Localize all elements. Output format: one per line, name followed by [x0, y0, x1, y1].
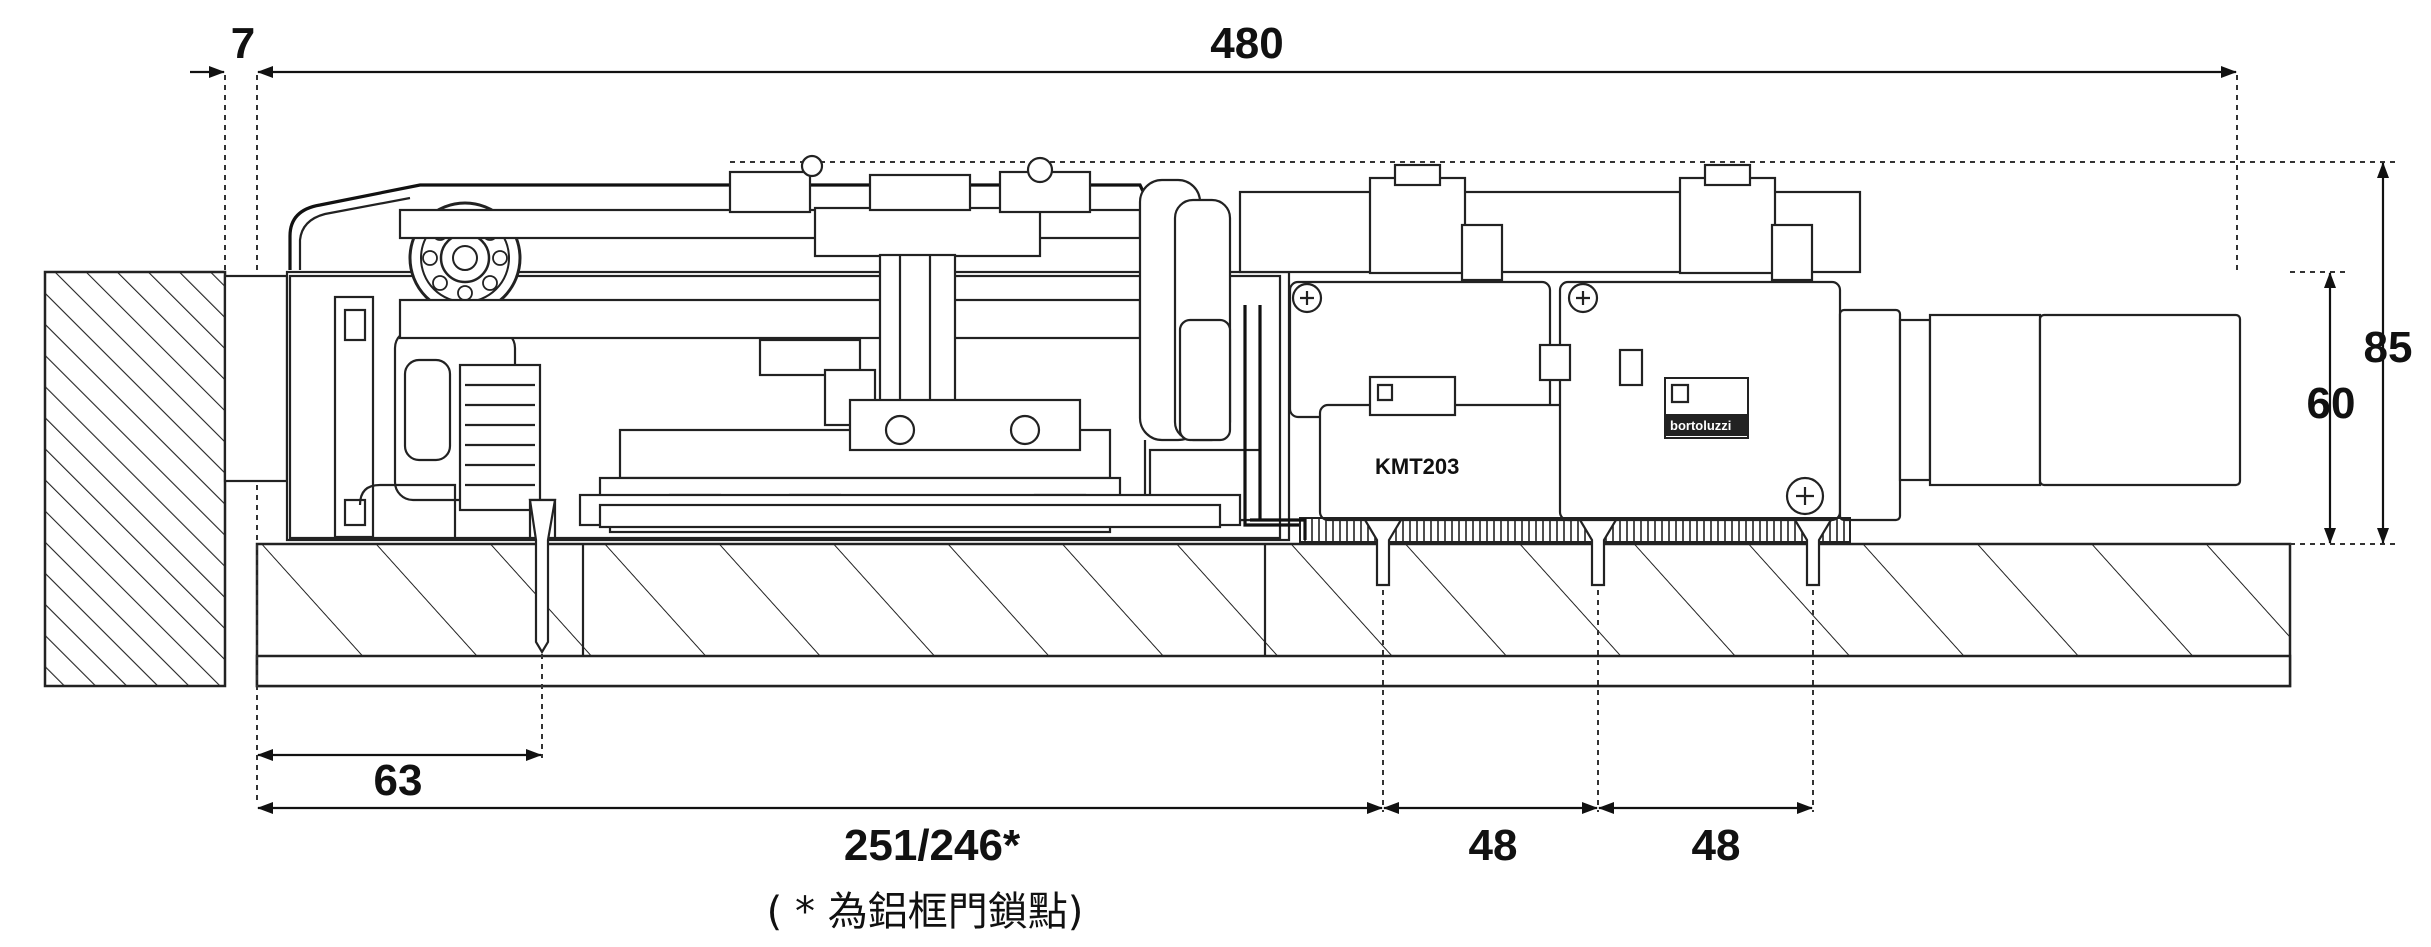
motor-housing: [1238, 163, 2242, 527]
fixing-screws: [528, 498, 1833, 655]
dim-top-offset: 7: [231, 19, 255, 68]
unit-label: KMT203: [1375, 454, 1459, 479]
dim-spacing-b: 48: [1692, 821, 1741, 870]
envelope-lines: [224, 75, 2395, 812]
dim-body-height: 60: [2307, 379, 2356, 428]
wall-section: [43, 270, 227, 688]
dim-spacing-a: 48: [1469, 821, 1518, 870]
dim-total-height: 85: [2364, 323, 2413, 372]
door-leaf: [255, 542, 2292, 688]
dim-fixing-point: 251/246*: [844, 821, 1021, 870]
footnote: ( * 為鋁框門鎖點): [767, 889, 1084, 935]
dimension-lines: [190, 66, 2389, 814]
dim-overall-length: 480: [1210, 19, 1283, 68]
base-rail: [578, 493, 1851, 543]
dim-screw-position: 63: [374, 756, 423, 805]
carriage-mechanism: [398, 154, 1262, 534]
brand-label: bortoluzzi: [1670, 418, 1731, 433]
